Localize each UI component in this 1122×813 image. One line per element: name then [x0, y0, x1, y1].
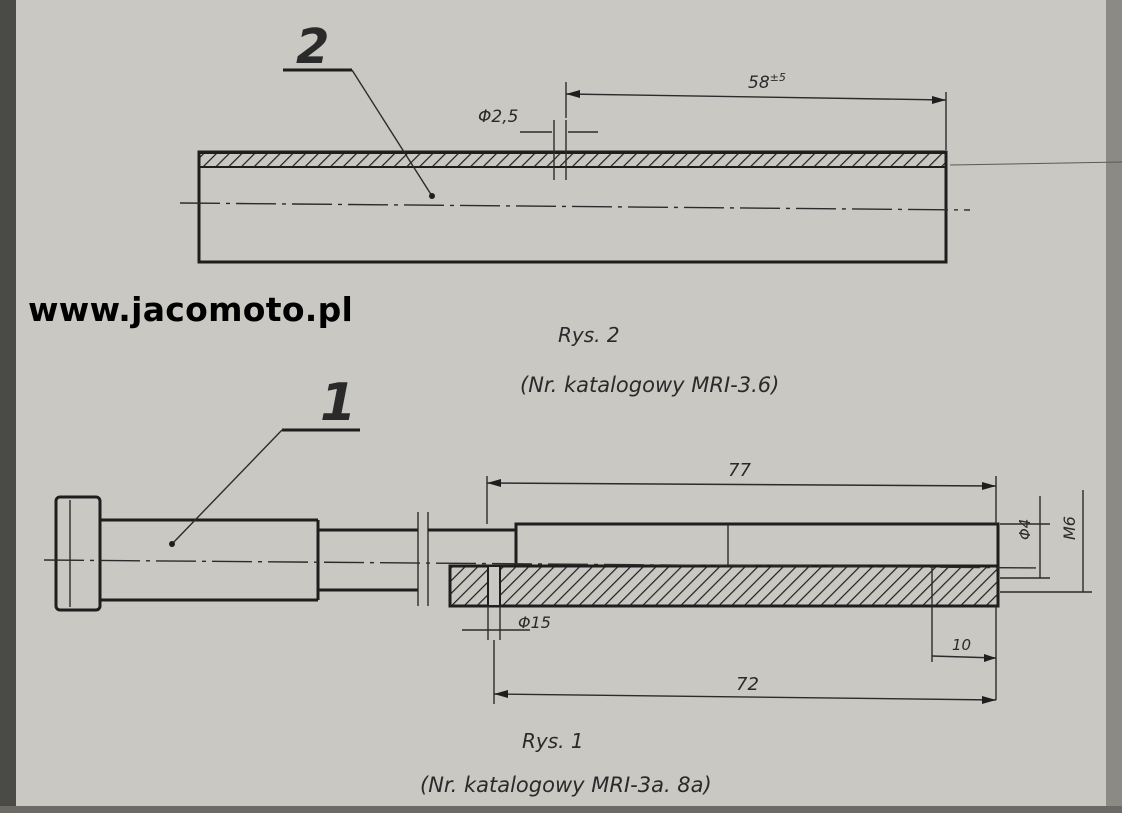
right-frame-border	[1106, 0, 1122, 813]
fig1-thread-label: M6	[1060, 516, 1079, 540]
fig1-dim77-label: 77	[728, 460, 751, 481]
fig1-dim77-arrow-left	[487, 479, 501, 487]
fig1-part-number: 1	[320, 373, 356, 433]
fig2-arrowhead-right	[932, 96, 946, 104]
fig2-catalog-number: (Nr. katalogowy MRI-3.6)	[520, 373, 779, 397]
bottom-frame-border	[0, 806, 1122, 813]
fig2-part-number: 2	[296, 19, 329, 75]
fig1-dim77-line	[486, 482, 997, 487]
fig1-dim72-label: 72	[736, 674, 759, 695]
figure-2: Φ2,5 58±5 2 Rys. 2 (Nr. katalogowy MRI-3…	[179, 19, 1122, 397]
fig2-length-dim-line	[565, 93, 947, 101]
fig1-bore-label: Φ4	[1016, 519, 1034, 540]
fig1-dim72-arrow-right	[982, 696, 996, 704]
fig2-diameter-label: Φ2,5	[478, 107, 518, 127]
fig1-center-line	[43, 559, 1041, 569]
fig2-length-label: 58±5	[748, 71, 786, 93]
fig1-hatched-section	[448, 564, 1000, 608]
fig1-bolt-head	[54, 495, 102, 612]
fig2-arrowhead-left	[566, 90, 580, 98]
fig1-leader-dot	[169, 541, 175, 547]
fig1-dim10-arrow	[984, 654, 996, 662]
fig1-dim77-arrow-right	[982, 482, 996, 490]
fig1-leader-line	[171, 429, 283, 545]
fig2-center-line	[179, 202, 971, 211]
fig1-dim72-line	[493, 693, 997, 701]
left-frame-border	[0, 0, 16, 813]
fig1-cross-hole	[487, 565, 501, 607]
website-watermark: www.jacomoto.pl	[28, 290, 354, 329]
fig2-hatched-strip	[198, 152, 947, 168]
fig1-dim72-arrow-left	[494, 690, 508, 698]
fig1-dim10-label: 10	[952, 636, 971, 654]
figure-1: 77 Φ4 M6 Φ15 10 72 1 Rys. 1 (Nr. katal	[43, 373, 1092, 797]
fig2-leader-dot	[429, 193, 435, 199]
fig2-caption: Rys. 2	[558, 323, 620, 347]
fig2-leader-line	[351, 69, 433, 197]
fig1-catalog-number: (Nr. katalogowy MRI-3a. 8a)	[420, 773, 712, 797]
fig2-guide-line	[949, 161, 1122, 166]
fig1-caption: Rys. 1	[522, 729, 584, 753]
fig1-hole-label: Φ15	[518, 613, 551, 632]
